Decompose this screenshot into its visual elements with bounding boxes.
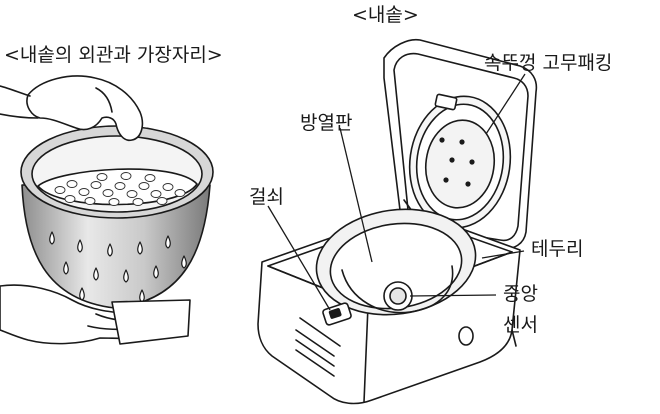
leader-heat-plate bbox=[339, 127, 373, 263]
center-sensor-label-line1: 중앙 bbox=[503, 283, 538, 305]
leader-center-sensor bbox=[409, 294, 497, 297]
inner-pot-exterior-label: <내솥의 외관과 가장자리> bbox=[4, 44, 223, 66]
leader-lines bbox=[267, 73, 526, 311]
cloth bbox=[111, 299, 191, 345]
inner-lid-gasket-label: 속뚜껑 고무패킹 bbox=[484, 52, 613, 74]
leader-latch bbox=[267, 205, 331, 311]
leader-gasket bbox=[485, 73, 526, 135]
leader-rim bbox=[481, 250, 525, 259]
rim-label: 테두리 bbox=[531, 238, 584, 260]
inner-pot-illustration bbox=[0, 75, 214, 345]
center-sensor-label-line2: 센서 bbox=[503, 314, 538, 336]
water-droplets bbox=[49, 231, 187, 303]
upper-hand bbox=[26, 75, 144, 142]
inner-pot-label: <내솥> bbox=[352, 4, 419, 26]
heat-plate-label: 방열판 bbox=[300, 112, 353, 134]
inner-lid-holes bbox=[439, 137, 475, 187]
latch-label: 걸쇠 bbox=[249, 186, 284, 208]
rice-grains bbox=[54, 172, 186, 206]
rice-cooker-illustration bbox=[257, 38, 538, 405]
